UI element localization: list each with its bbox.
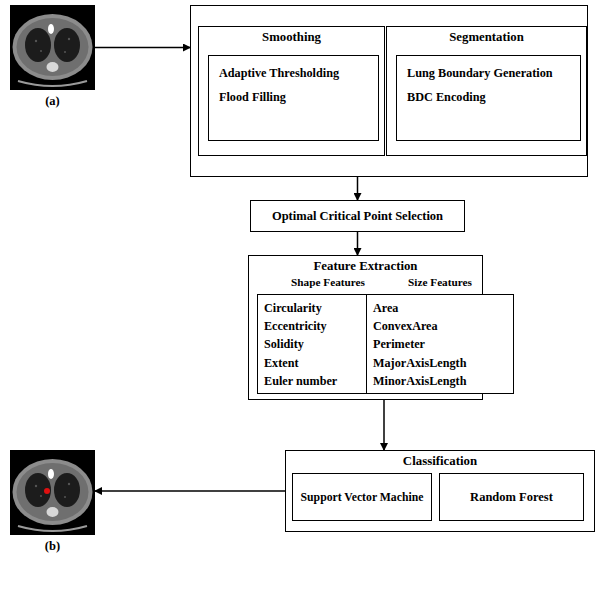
flow-arrow [95, 47, 190, 49]
stage-box: SegmentationLung Boundary GenerationBDC … [386, 26, 587, 156]
ct-image: (b) [10, 450, 95, 535]
flow-arrow [383, 400, 385, 450]
feature-list-box: Size FeaturesAreaConvexAreaPerimeterMajo… [366, 294, 514, 394]
box-heading: Classification [286, 451, 594, 469]
list-item: MajorAxisLength [373, 354, 507, 372]
box-heading: Feature Extraction [249, 256, 482, 274]
process-box: Optimal Critical Point Selection [250, 200, 465, 232]
figure-caption: (b) [10, 539, 95, 554]
list-item: MinorAxisLength [373, 372, 507, 390]
box-label: Support Vector Machine [301, 491, 424, 504]
flow-arrow [357, 177, 359, 200]
flow-arrow [357, 232, 359, 255]
list-item: Flood Filling [219, 88, 368, 106]
preprocessing-box: SmoothingAdaptive ThresholdingFlood Fill… [190, 5, 588, 177]
figure-caption: (a) [10, 94, 95, 109]
list-item: ConvexArea [373, 317, 507, 335]
flow-arrow [95, 490, 285, 492]
list-item: Lung Boundary Generation [407, 64, 570, 82]
list-item: Perimeter [373, 335, 507, 353]
list-item: BDC Encoding [407, 88, 570, 106]
stage-box: SmoothingAdaptive ThresholdingFlood Fill… [198, 26, 385, 156]
classifier-box: Support Vector Machine [292, 473, 432, 521]
group-heading: Size Features [367, 276, 513, 288]
box-label: Random Forest [470, 490, 553, 505]
method-list-box: Adaptive ThresholdingFlood Filling [208, 55, 379, 141]
box-label: Optimal Critical Point Selection [272, 209, 443, 224]
list-item: Adaptive Thresholding [219, 64, 368, 82]
ct-image: (a) [10, 5, 95, 90]
box-heading: Segmentation [387, 27, 586, 45]
ct-scan-a [10, 5, 95, 90]
stage-box: Feature ExtractionShape FeaturesCircular… [248, 255, 483, 400]
list-item: Area [373, 299, 507, 317]
stage-box: ClassificationSupport Vector Machine Rand… [285, 450, 595, 532]
group-heading: Shape Features [258, 276, 398, 288]
ct-scan-b [10, 450, 95, 535]
method-list-box: Lung Boundary GenerationBDC Encoding [396, 55, 581, 141]
classifier-box: Random Forest [439, 473, 584, 521]
box-heading: Smoothing [199, 27, 384, 45]
